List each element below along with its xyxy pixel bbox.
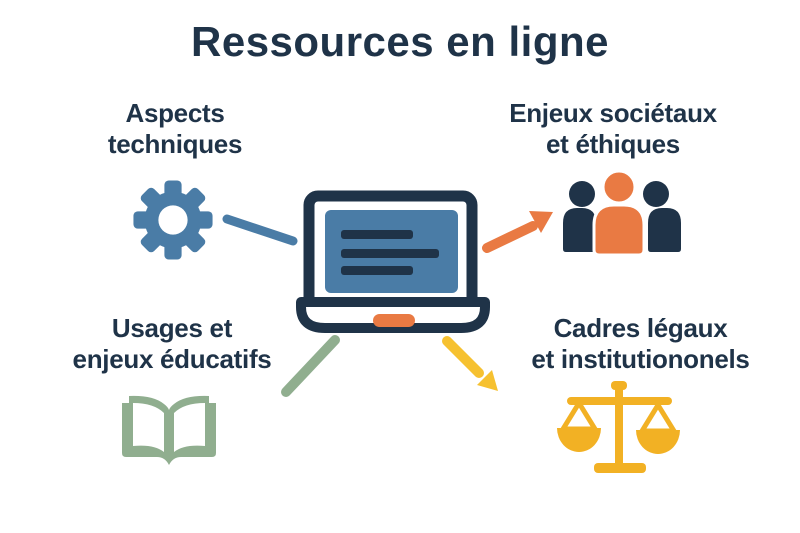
label-line: Cadres légaux (553, 313, 728, 343)
open-book-icon (122, 395, 216, 465)
label-line: et éthiques (546, 129, 680, 159)
scales-frame (567, 381, 672, 473)
gear-icon (133, 180, 213, 260)
page-title: Ressources en ligne (191, 18, 609, 65)
laptop-notch (373, 314, 415, 327)
label-aspects-techniques: Aspects techniques (45, 98, 305, 160)
label-line: enjeux éducatifs (72, 344, 272, 374)
label-line: techniques (107, 129, 243, 159)
connector-societal-arrow (482, 211, 553, 253)
label-line: Aspects (125, 98, 225, 128)
label-line: Enjeux sociétaux (509, 98, 717, 128)
book-right-page (174, 403, 205, 452)
label-cadres-legaux: Cadres légaux et institutiononels (488, 313, 793, 375)
side-person-shapes (563, 181, 681, 252)
center-person-shape (592, 169, 646, 257)
label-usages-educatifs: Usages et enjeux éducatifs (32, 313, 312, 375)
laptop-icon (296, 190, 490, 333)
label-enjeux-societaux: Enjeux sociétaux et éthiques (463, 98, 763, 160)
laptop-screen-text-lines (341, 230, 439, 275)
scales-of-justice-icon (557, 381, 680, 473)
people-group-icon (563, 169, 681, 257)
scales-pans (557, 428, 680, 454)
label-line: Usages et (111, 313, 233, 343)
connector-technical-line (222, 214, 298, 246)
book-left-page (133, 403, 164, 452)
label-line: et institutiononels (531, 344, 750, 374)
